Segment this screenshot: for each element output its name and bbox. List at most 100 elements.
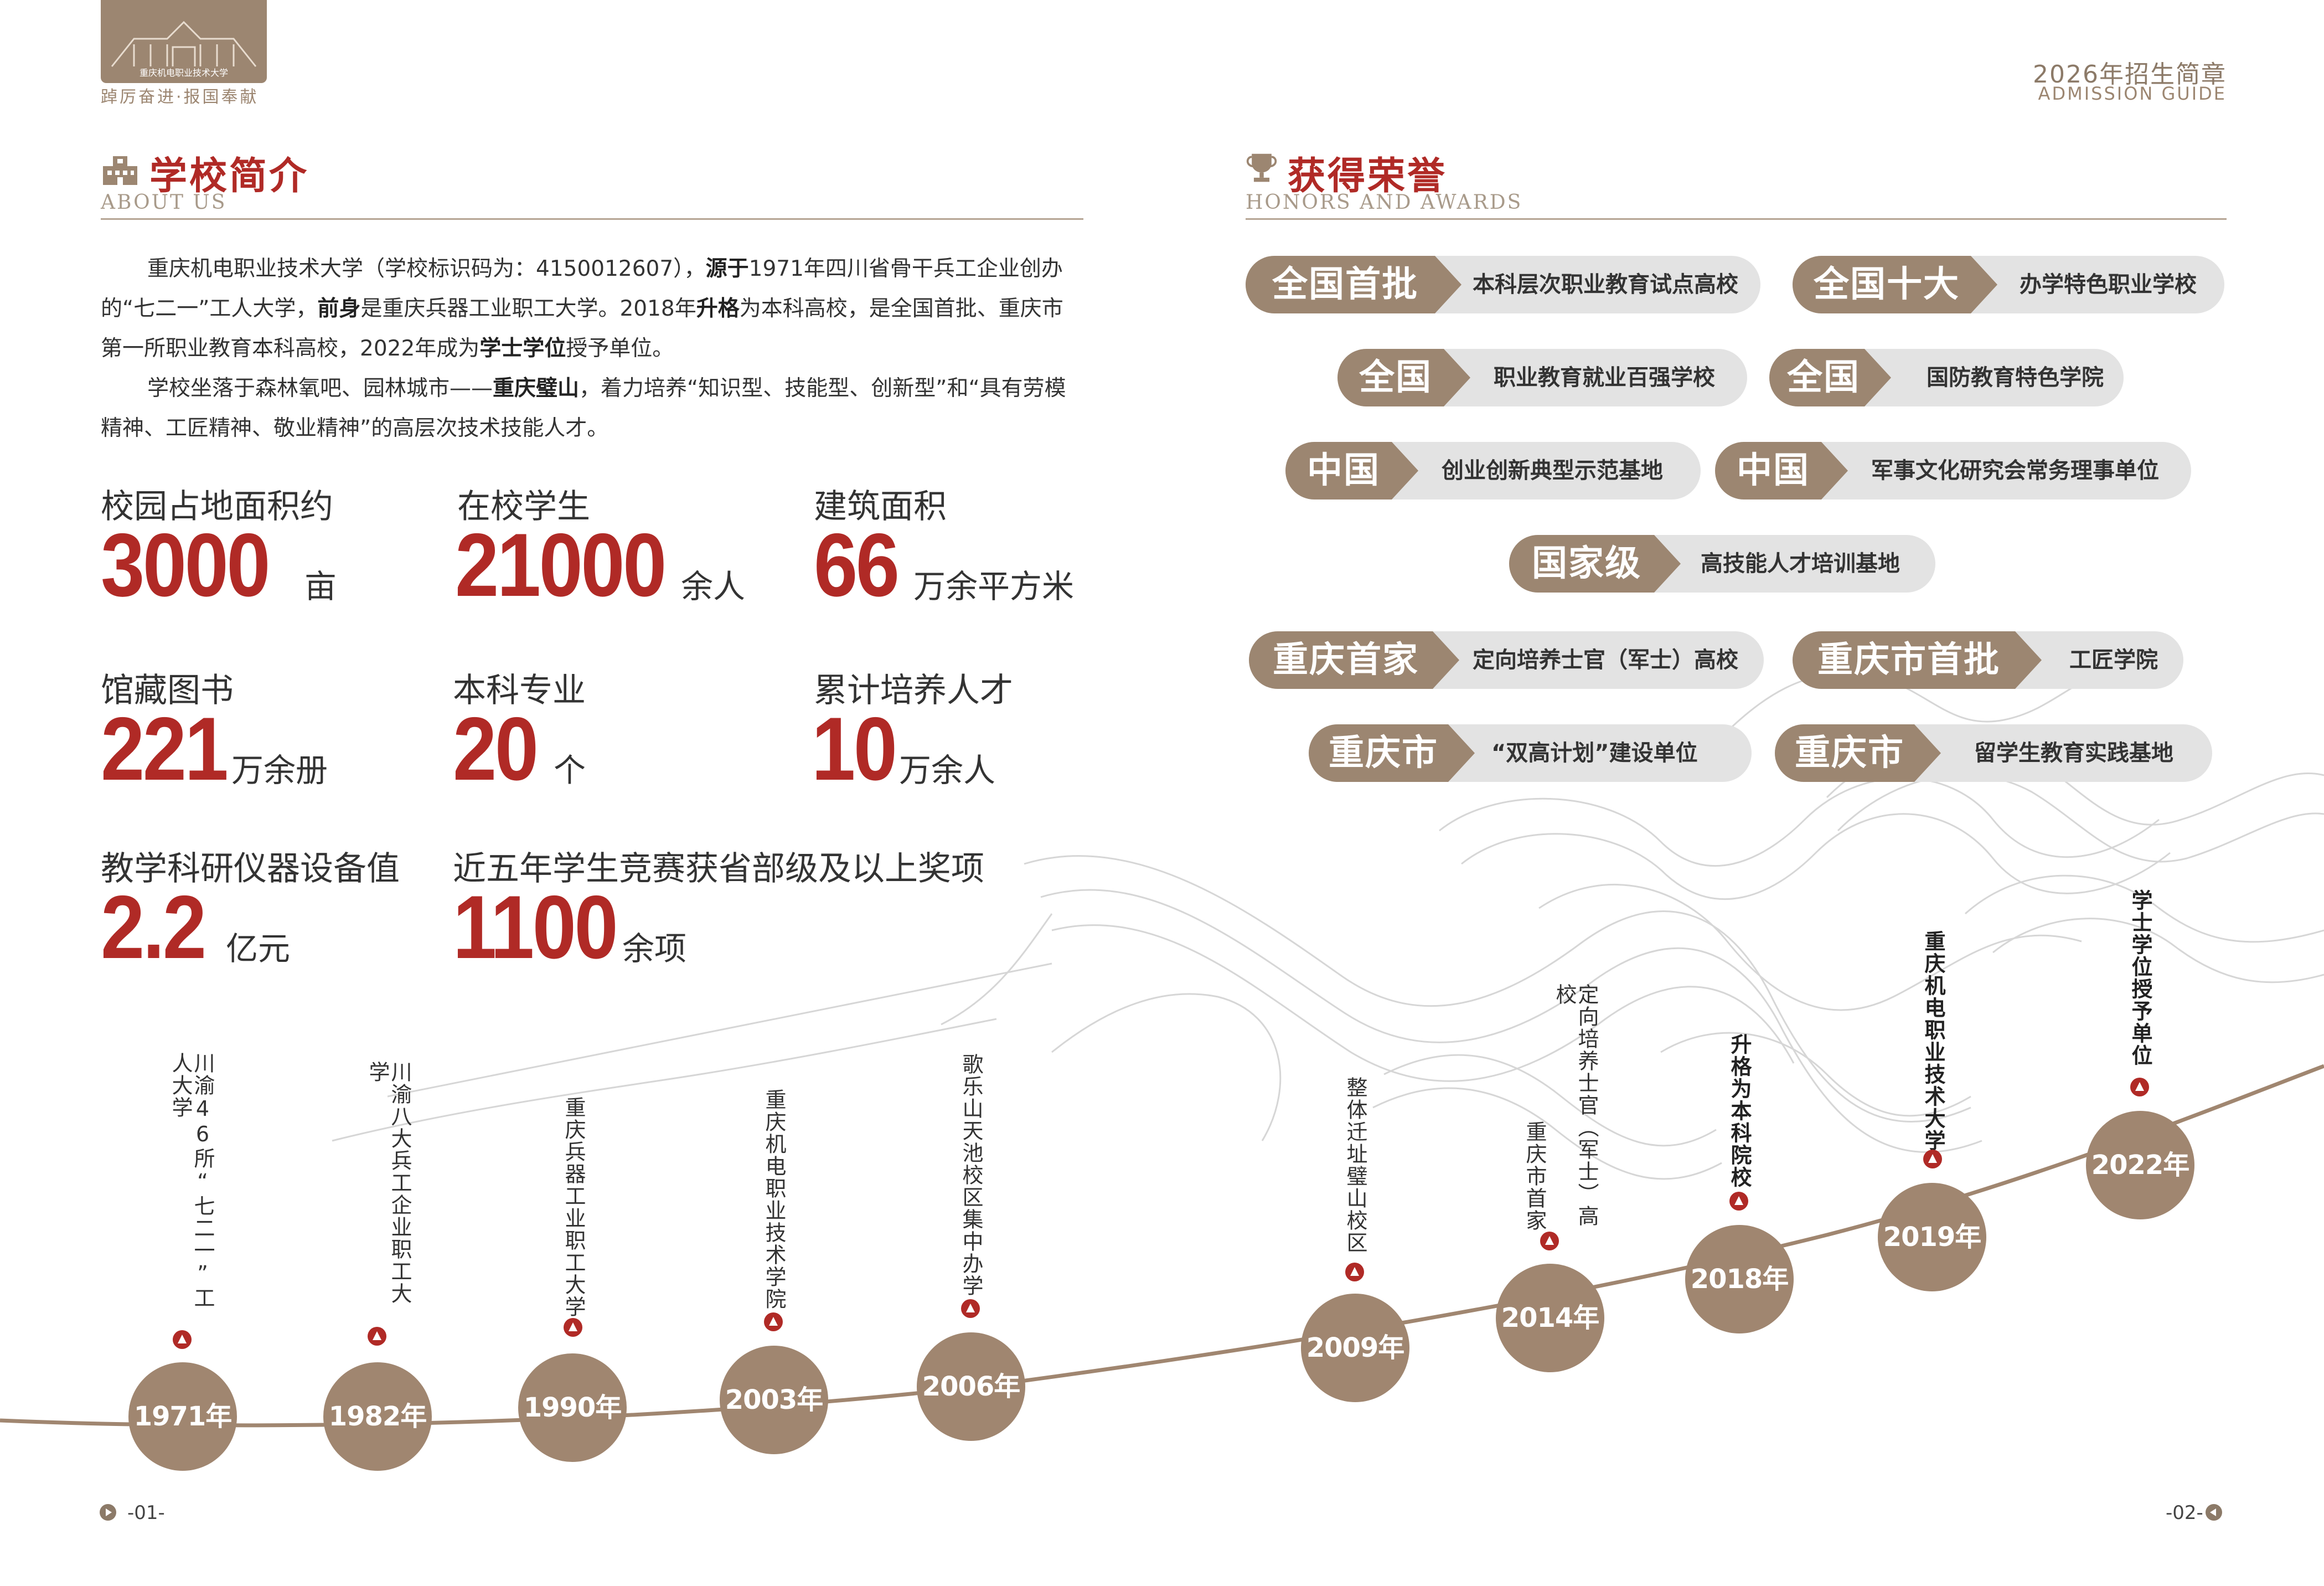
timeline-marker-icon (1729, 1192, 1748, 1211)
intro-paragraph-1: 重庆机电职业技术大学（学校标识码为：4150012607），源于1971年四川省… (101, 249, 1083, 369)
stat-unit: 个 (554, 751, 586, 789)
honor-tag: 全国 (1359, 357, 1432, 398)
about-title: 学校简介 (149, 155, 309, 198)
timeline-year: 1971年 (128, 1362, 237, 1471)
intro-text: 为本科高校，是全国首批、重庆市第一所职业教育本科高校，2022年成为 (101, 296, 1063, 361)
school-building-icon (103, 156, 137, 185)
timeline-event: 川渝八大兵工企业职工大学 (365, 1061, 412, 1305)
slogan: 踔厉奋进·报国奉献 (101, 87, 259, 107)
honor-item: 全国 国防教育特色学院 (1769, 349, 2124, 406)
intro-paragraph-2: 学校坐落于森林氧吧、园林城市——重庆璧山，着力培养“知识型、技能型、创新型”和“… (101, 369, 1083, 449)
stat-value: 221 (101, 699, 229, 799)
trophy-icon (1246, 153, 1277, 182)
honor-tag: 全国十大 (1814, 264, 1960, 305)
honor-tag: 国家级 (1532, 543, 1641, 584)
intro-text: ，着力培养“知识型、技能型、创新型”和“具有劳模精神、工匠精神、敬业精神”的高层… (101, 376, 1066, 441)
stat-value: 2.2 (101, 877, 206, 977)
timeline-event: 整体迁址璧山校区 (1343, 1077, 1367, 1254)
honor-tag: 重庆市首批 (1817, 640, 2000, 681)
timeline-event: 歌乐山天池校区集中办学 (959, 1053, 983, 1297)
timeline-marker-icon (961, 1299, 980, 1318)
guide-title: 2026年招生简章 (2033, 60, 2227, 89)
stat-label: 校园占地面积约 (101, 487, 333, 526)
page-number-left: -01- (127, 1502, 165, 1524)
honors-subtitle: HONORS AND AWARDS (1246, 191, 1523, 214)
intro-text: 重庆机电职业技术大学（学校标识码为：4150012607）， (147, 256, 706, 281)
timeline-event: 重庆市首家 (1522, 1121, 1547, 1232)
stat-label: 教学科研仪器设备值 (101, 849, 400, 888)
timeline-marker-icon (2130, 1078, 2149, 1096)
honor-item: 国家级 高技能人才培训基地 (1509, 535, 1935, 593)
stat-label: 累计培养人才 (814, 671, 1013, 710)
honors-divider (1246, 218, 2227, 220)
university-logo: 重庆机电职业技术大学 (101, 0, 267, 83)
honor-desc: 高技能人才培训基地 (1701, 551, 1900, 576)
intro-text: 1971年四川省骨干兵工企业创办的“七二一”工人大学， (101, 256, 1063, 321)
stat-unit: 亿元 (226, 930, 291, 967)
timeline-event: 升格为本科院校 (1727, 1033, 1752, 1188)
stat-value: 1100 (453, 877, 618, 977)
stat-value: 3000 (101, 515, 271, 615)
logo-text: 重庆机电职业技术大学 (139, 68, 228, 78)
honor-tag: 重庆市 (1795, 733, 1904, 774)
timeline-marker-icon (1345, 1263, 1364, 1281)
timeline-event: 学士学位授予单位 (2128, 889, 2152, 1067)
intro-emphasis: 源于 (705, 256, 749, 281)
honor-desc: 留学生教育实践基地 (1974, 740, 2173, 766)
honor-desc: 本科层次职业教育试点高校 (1473, 272, 1738, 297)
honor-item: 重庆首家 定向培养士官（军士）高校 (1249, 631, 1764, 689)
intro-emphasis: 升格 (696, 296, 740, 321)
stat-label: 本科专业 (453, 671, 586, 710)
timeline-event: 重庆兵器工业职工大学 (561, 1096, 586, 1318)
honor-item: 中国 创业创新典型示范基地 (1285, 442, 1701, 500)
stat-label: 馆藏图书 (101, 671, 234, 710)
page-number-right: -02- (2166, 1502, 2203, 1524)
stat-label: 建筑面积 (814, 487, 947, 526)
page-arrow-right-icon (100, 1504, 116, 1521)
stat-value: 10 (812, 699, 897, 799)
stat-label: 近五年学生竞赛获省部级及以上奖项 (453, 849, 984, 888)
stat-unit: 万余平方米 (913, 568, 1075, 605)
stat-unit: 万余人 (899, 751, 996, 789)
honor-desc: 职业教育就业百强学校 (1494, 365, 1715, 390)
honor-tag: 中国 (1737, 450, 1810, 491)
stat-unit: 亩 (304, 568, 337, 605)
timeline-year: 2019年 (1878, 1183, 1986, 1291)
honor-desc: 工匠学院 (2069, 647, 2158, 673)
timeline-marker-icon (1540, 1232, 1559, 1250)
intro-text: 是重庆兵器工业职工大学。2018年 (360, 296, 696, 321)
honor-item: 全国首批 本科层次职业教育试点高校 (1246, 256, 1760, 313)
stat-unit: 余人 (681, 568, 746, 605)
timeline-year: 2022年 (2086, 1111, 2194, 1219)
about-subtitle: ABOUT US (101, 191, 227, 214)
timeline-year: 2014年 (1496, 1264, 1604, 1372)
timeline-year: 2003年 (720, 1346, 828, 1454)
stat-value: 66 (814, 515, 900, 615)
intro-text: 学校坐落于森林氧吧、园林城市—— (147, 376, 493, 401)
honor-desc: 军事文化研究会常务理事单位 (1871, 458, 2159, 483)
timeline-marker-icon (764, 1312, 783, 1331)
honors-title: 获得荣誉 (1288, 155, 1448, 198)
timeline-event: 重庆机电职业技术学院 (762, 1089, 786, 1310)
timeline-marker-icon (368, 1327, 386, 1346)
campus-building-icon (111, 20, 257, 67)
honor-item: 重庆市 留学生教育实践基地 (1775, 724, 2212, 782)
honor-item: 重庆市首批 工匠学院 (1793, 631, 2183, 689)
timeline-marker-icon (564, 1318, 582, 1337)
honor-item: 全国 职业教育就业百强学校 (1337, 349, 1747, 406)
intro-emphasis: 学士学位 (479, 336, 566, 361)
stat-value: 20 (453, 699, 539, 799)
timeline-event: 川渝46所“七二一”工人大学 (168, 1052, 215, 1309)
timeline-year: 2018年 (1685, 1225, 1794, 1333)
intro-emphasis: 前身 (317, 296, 361, 321)
timeline-marker-icon (173, 1330, 192, 1349)
honor-desc: 创业创新典型示范基地 (1442, 458, 1663, 483)
honor-item: 全国十大 办学特色职业学校 (1793, 256, 2224, 313)
timeline-year: 2009年 (1301, 1294, 1409, 1402)
timeline-year: 1982年 (323, 1362, 432, 1471)
honor-item: 重庆市 “双高计划”建设单位 (1309, 724, 1752, 782)
intro-text: 授予单位。 (566, 336, 674, 361)
stat-value: 21000 (455, 515, 667, 615)
honor-tag: 重庆市 (1329, 733, 1438, 774)
